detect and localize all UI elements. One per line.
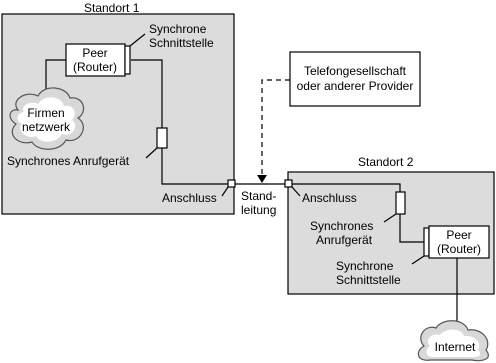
- sync-interface-2-port: [423, 227, 430, 257]
- sync-dialer-2-line2: Anrufgerät: [316, 233, 373, 247]
- connection-1-pointer: [221, 186, 229, 197]
- company-network-line1: Firmen: [27, 106, 64, 120]
- wire-connection2-to-dialer2: [292, 183, 401, 192]
- internet-cloud: Internet: [417, 320, 489, 362]
- sync-interface-1-port: [124, 45, 131, 75]
- peer-2-label-line1: Peer: [446, 228, 471, 242]
- sync-dialer-1-box: [156, 127, 168, 149]
- peer-router-site-2: Peer (Router): [423, 225, 490, 259]
- provider-line2: oder anderer Provider: [297, 79, 414, 93]
- leased-line-label: Stand- leitung: [241, 189, 276, 217]
- company-network-line2: netzwerk: [22, 120, 71, 134]
- sync-dialer-2-line1: Synchrones: [310, 219, 373, 233]
- connections: [45, 59, 458, 340]
- connection-2-pointer: [291, 186, 301, 197]
- leased-line-line2: leitung: [241, 203, 276, 217]
- connection-1-square: [227, 179, 236, 188]
- company-network-cloud: Firmen netzwerk: [9, 87, 85, 150]
- sync-dialer-2-pointer: [383, 213, 397, 223]
- peer-2-label-line2: (Router): [437, 242, 481, 256]
- leased-line-line1: Stand-: [241, 189, 276, 203]
- provider-box: [289, 51, 421, 107]
- sync-dialer-site-2: Synchrones Anrufgerät: [310, 191, 406, 247]
- connection-site-1: Anschluss: [162, 179, 236, 205]
- connection-2-label: Anschluss: [302, 191, 357, 205]
- sync-interface-label-site-2: Synchrone Schnittstelle: [336, 255, 425, 287]
- connection-2-square: [284, 179, 293, 188]
- provider-line1: Telefongesellschaft: [304, 64, 407, 78]
- sync-dialer-2-box: [395, 191, 406, 215]
- sync-interface-1-line2: Schnittstelle: [149, 36, 214, 50]
- peer-router-site-1: Peer (Router): [65, 43, 131, 77]
- peer-1-label-line2: (Router): [73, 60, 117, 74]
- provider: Telefongesellschaft oder anderer Provide…: [289, 51, 421, 107]
- wire-dialer1-to-connection1: [161, 148, 228, 185]
- sync-dialer-1-label: Synchrones Anrufgerät: [7, 154, 130, 168]
- internet-cloud-inner: [426, 329, 481, 358]
- company-network-cloud-inner: [17, 97, 76, 142]
- sync-dialer-1-pointer: [145, 147, 158, 159]
- sync-dialer-site-1: Synchrones Anrufgerät: [7, 127, 168, 168]
- peer-2-box: [428, 225, 490, 259]
- sync-interface-2-line1: Synchrone: [336, 259, 394, 273]
- sync-interface-1-line1: Synchrone: [149, 22, 207, 36]
- dashed-arrowhead: [257, 175, 267, 183]
- site-1-title: Standort 1: [84, 1, 140, 15]
- wire-peer1-to-dialer1: [131, 59, 163, 128]
- wire-dialer2-to-peer2: [399, 214, 424, 243]
- connection-1-label: Anschluss: [162, 191, 217, 205]
- dashed-provider-link: [261, 79, 290, 176]
- peer-1-label-line1: Peer: [82, 46, 107, 60]
- sync-interface-2-pointer: [411, 255, 425, 265]
- internet-label: Internet: [435, 340, 476, 354]
- sync-interface-2-line2: Schnittstelle: [336, 273, 401, 287]
- connection-site-2: Anschluss: [284, 179, 357, 205]
- site-2-title: Standort 2: [358, 155, 414, 169]
- sync-interface-1-pointer: [129, 33, 146, 47]
- sync-interface-label-site-1: Synchrone Schnittstelle: [129, 22, 214, 50]
